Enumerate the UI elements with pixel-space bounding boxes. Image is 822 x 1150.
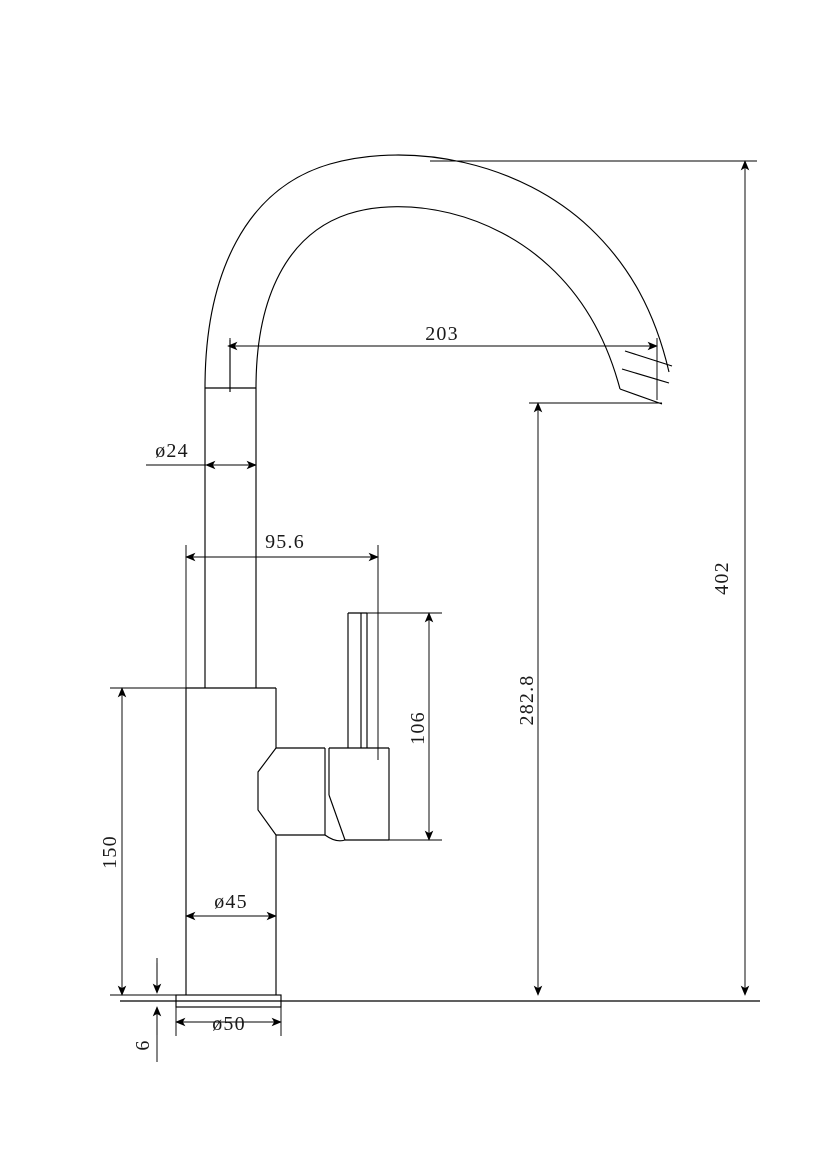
spout-outlet-ring-2: [621, 368, 670, 384]
dimension-handle-height: [367, 612, 442, 841]
dim-label-column-diameter: ø24: [155, 440, 189, 462]
dim-label-body-diameter: ø45: [214, 891, 248, 913]
dimension-handle-offset: [185, 545, 379, 760]
spout-inner-arc: [255, 206, 621, 390]
dim-label-spout-reach: 203: [425, 323, 459, 345]
dim-label-base-diameter: ø50: [212, 1013, 246, 1035]
part-outline: [120, 154, 760, 1008]
spout-outer-arc: [204, 154, 670, 389]
dimension-base-diameter: [175, 1007, 282, 1036]
spout-outlet-ring-1: [624, 350, 673, 367]
dimension-layer: [110, 160, 757, 1062]
dimension-base-thickness: [148, 958, 176, 1062]
dim-label-handle-height: 106: [407, 711, 429, 745]
dim-label-body-height: 150: [99, 835, 121, 869]
lever-body-chamfer: [328, 794, 346, 841]
dimension-body-height: [110, 687, 186, 996]
dimension-text-layer: 203 ø24 95.6 106 150 ø45 ø50 6 282.8 402: [99, 323, 733, 1051]
dim-label-spout-outlet-height: 282.8: [516, 675, 538, 726]
cartridge-boss-outline: [257, 747, 277, 836]
dimension-spout-reach: [227, 338, 658, 400]
dim-label-base-thickness: 6: [132, 1039, 154, 1050]
lever-body-base-fillet: [324, 834, 346, 842]
spout-outlet-tip: [619, 388, 663, 405]
dim-label-overall-height: 402: [711, 561, 733, 595]
dimension-spout-outlet-height: [529, 402, 662, 996]
dimension-overall-height: [430, 160, 757, 996]
dim-label-handle-offset: 95.6: [265, 531, 305, 553]
